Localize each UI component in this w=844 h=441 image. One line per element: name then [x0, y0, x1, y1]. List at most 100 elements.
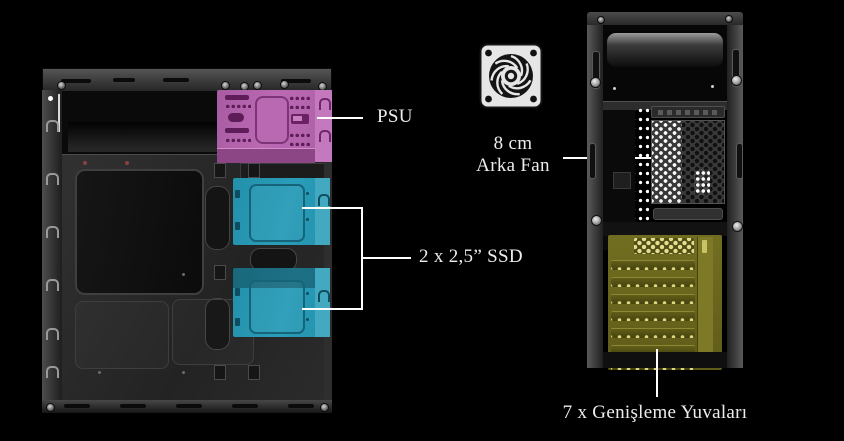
bracket-mark [702, 240, 707, 253]
standoff-clip [248, 365, 260, 380]
expansion-slots-highlight-region [608, 235, 722, 370]
cable-routing-slot [205, 186, 230, 250]
rear-top-frame [587, 12, 743, 26]
drive-clip [46, 226, 59, 238]
expansion-slot-bracket [697, 237, 713, 363]
psu-vent-slot [225, 95, 249, 100]
rail-edge-highlight [58, 94, 60, 132]
drive-clip [319, 130, 331, 142]
ssd-rail-strip [315, 268, 330, 337]
case-rear-view [587, 12, 743, 370]
screw [725, 15, 733, 23]
fan-grille-lit-holes [652, 121, 682, 203]
ssd-mount-plate [249, 184, 305, 242]
mount-notch [235, 318, 240, 326]
expansion-label: 7 x Genişleme Yuvaları [562, 402, 748, 423]
vent-slot [113, 78, 135, 82]
screw-dot [182, 371, 185, 374]
mount-notch [235, 288, 240, 296]
case-right-rail [324, 90, 332, 400]
rear-bottom-band [603, 352, 727, 368]
mount-notch [235, 222, 240, 230]
rear-fan-label: 8 cm Arka Fan [448, 133, 578, 177]
vent-slot [64, 404, 90, 408]
case-top-frame [42, 68, 332, 92]
drive-clip [46, 173, 59, 185]
ssd-callout-line-bottom [302, 308, 363, 310]
psu-vent-dots [289, 142, 311, 146]
rear-dark-band [603, 222, 727, 236]
drive-clip [46, 120, 59, 132]
screw [320, 403, 329, 412]
ssd-callout-stub [363, 257, 411, 259]
screw-dot [613, 87, 616, 90]
expansion-slot-cover [611, 311, 695, 321]
psu-latch [291, 114, 309, 124]
embossed-panel [75, 301, 169, 369]
drive-clip [319, 98, 331, 110]
expansion-slot-cover [611, 345, 695, 355]
psu-highlight-region [217, 90, 332, 163]
expansion-vent-honeycomb [634, 238, 694, 254]
fan-screw-pad [694, 169, 710, 195]
screw-dot [306, 192, 309, 195]
ssd-label: 2 x 2,5” SSD [419, 246, 523, 267]
psu-vent-dots [289, 96, 311, 100]
ssd-highlight-bottom [233, 268, 330, 337]
standoff-clip [214, 163, 226, 178]
screw [46, 403, 55, 412]
psu-vent-dots [289, 105, 311, 109]
screw-dot [125, 161, 129, 165]
expansion-slot-cover [611, 294, 695, 304]
expansion-slot-cover [611, 328, 695, 338]
vent-slot [120, 404, 146, 408]
screw-dot [306, 318, 309, 321]
fan-icon [479, 43, 543, 109]
ssd-callout-bracket [361, 207, 363, 310]
vent-slot [61, 79, 91, 83]
case-bottom-frame [42, 400, 332, 413]
drive-clip [318, 194, 330, 206]
thumbscrew [590, 77, 601, 88]
screw-dot [306, 218, 309, 221]
psu-vent-dots [225, 138, 251, 142]
rail-dot [48, 96, 53, 101]
screw [57, 81, 66, 90]
vent-slot [732, 49, 740, 87]
screw [597, 16, 605, 24]
rear-fan-label-line1: 8 cm [493, 133, 533, 154]
vent-slot [176, 404, 202, 408]
psu-callout-line [317, 117, 363, 119]
psu-bay-bar [607, 33, 723, 67]
rear-right-rail [727, 25, 743, 368]
rear-crossbar [603, 101, 727, 110]
screw-dot [182, 273, 185, 276]
stamped-text-marks [658, 110, 718, 115]
stamped-plate [651, 106, 725, 118]
screw [221, 81, 230, 90]
psu-vent-slot [228, 113, 244, 122]
drive-clip [46, 328, 59, 340]
expansion-callout-line [656, 349, 658, 397]
vent-slot [592, 51, 600, 89]
case-side-view [42, 68, 332, 413]
screw-dot [711, 85, 714, 88]
psu-label: PSU [377, 106, 413, 127]
io-knockout [613, 172, 631, 189]
standoff-clip [214, 365, 226, 380]
vent-slot [288, 404, 314, 408]
psu-cutout [255, 96, 289, 144]
drive-clip [46, 366, 59, 378]
rear-fan-grille [651, 120, 725, 204]
expansion-slot-cover [611, 260, 695, 270]
rear-left-rail [587, 25, 603, 368]
vent-slot [281, 79, 311, 83]
cable-routing-slot [205, 298, 230, 350]
standoff-clip [214, 265, 226, 280]
shade-overlay [233, 268, 330, 288]
standoff-clip [248, 163, 260, 178]
vent-slot [589, 143, 596, 179]
psu-latch-mark [293, 116, 302, 121]
drive-clip [318, 290, 330, 302]
